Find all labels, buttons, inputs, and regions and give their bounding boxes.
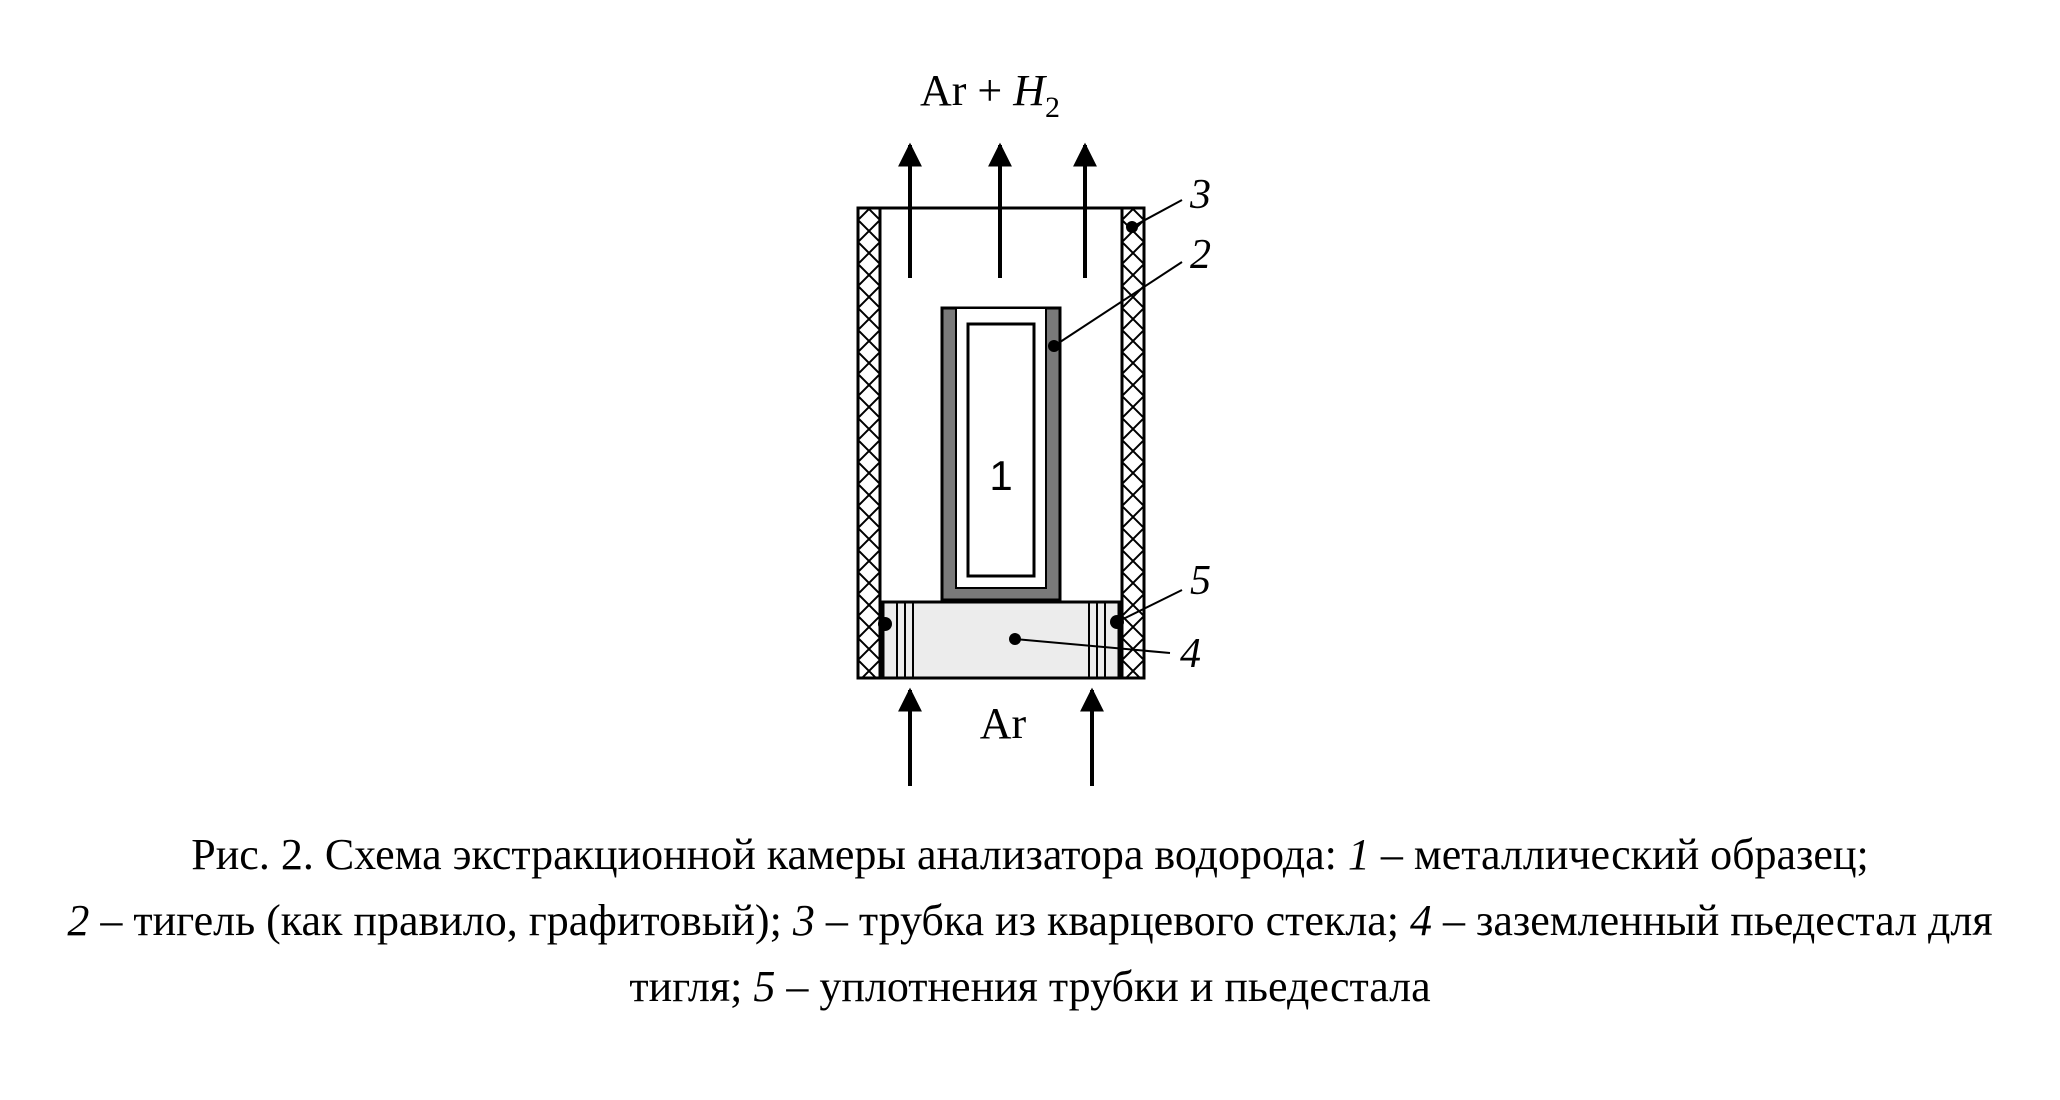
sample-label: 1 — [989, 452, 1012, 499]
caption-num-4: 4 — [1409, 896, 1432, 945]
quartz-tube — [856, 206, 1146, 680]
caption-prefix: Рис. 2. Схема экстракционной камеры анал… — [191, 830, 1348, 879]
leader-2 — [1053, 261, 1183, 347]
callout-3: 3 — [1189, 172, 1211, 218]
caption-text-2: – тигель (как правило, графитовый); — [89, 896, 793, 945]
caption-num-3: 3 — [792, 896, 815, 945]
caption-text-3: – трубка из кварцевого стекла; — [814, 896, 1410, 945]
gas-out-label: Ar + H2 — [920, 66, 1060, 124]
caption-text-1: – металлический образец; — [1369, 830, 1869, 879]
callout-leaders — [1014, 199, 1183, 654]
leader-5 — [1116, 589, 1183, 623]
callout-2: 2 — [1190, 232, 1211, 278]
figure-caption: Рис. 2. Схема экстракционной камеры анал… — [40, 822, 2020, 1020]
gas-in-label: Ar — [980, 699, 1027, 748]
callout-5: 5 — [1190, 558, 1211, 604]
gas-in-arrows — [898, 687, 1104, 786]
caption-text-5: – уплотнения трубки и пьедестала — [775, 962, 1431, 1011]
leader-4 — [1014, 638, 1171, 654]
pedestal-body — [881, 600, 1121, 680]
leader-4-dot — [1009, 633, 1021, 645]
tube-wall-left — [856, 206, 882, 680]
caption-num-5: 5 — [753, 962, 776, 1011]
caption-text-4: – заземленный пьедестал для тигля; — [629, 896, 1993, 1011]
gas-out-arrows — [898, 142, 1097, 278]
pedestal — [881, 600, 1121, 680]
caption-num-2: 2 — [67, 896, 90, 945]
callout-4: 4 — [1180, 631, 1201, 677]
caption-num-1: 1 — [1347, 830, 1370, 879]
leader-3-dot — [1126, 221, 1138, 233]
metal-sample — [966, 322, 1036, 578]
leader-3 — [1131, 199, 1183, 228]
seal-left-dot — [878, 617, 892, 631]
tube-wall-right — [1120, 206, 1146, 680]
leader-2-dot — [1048, 340, 1060, 352]
